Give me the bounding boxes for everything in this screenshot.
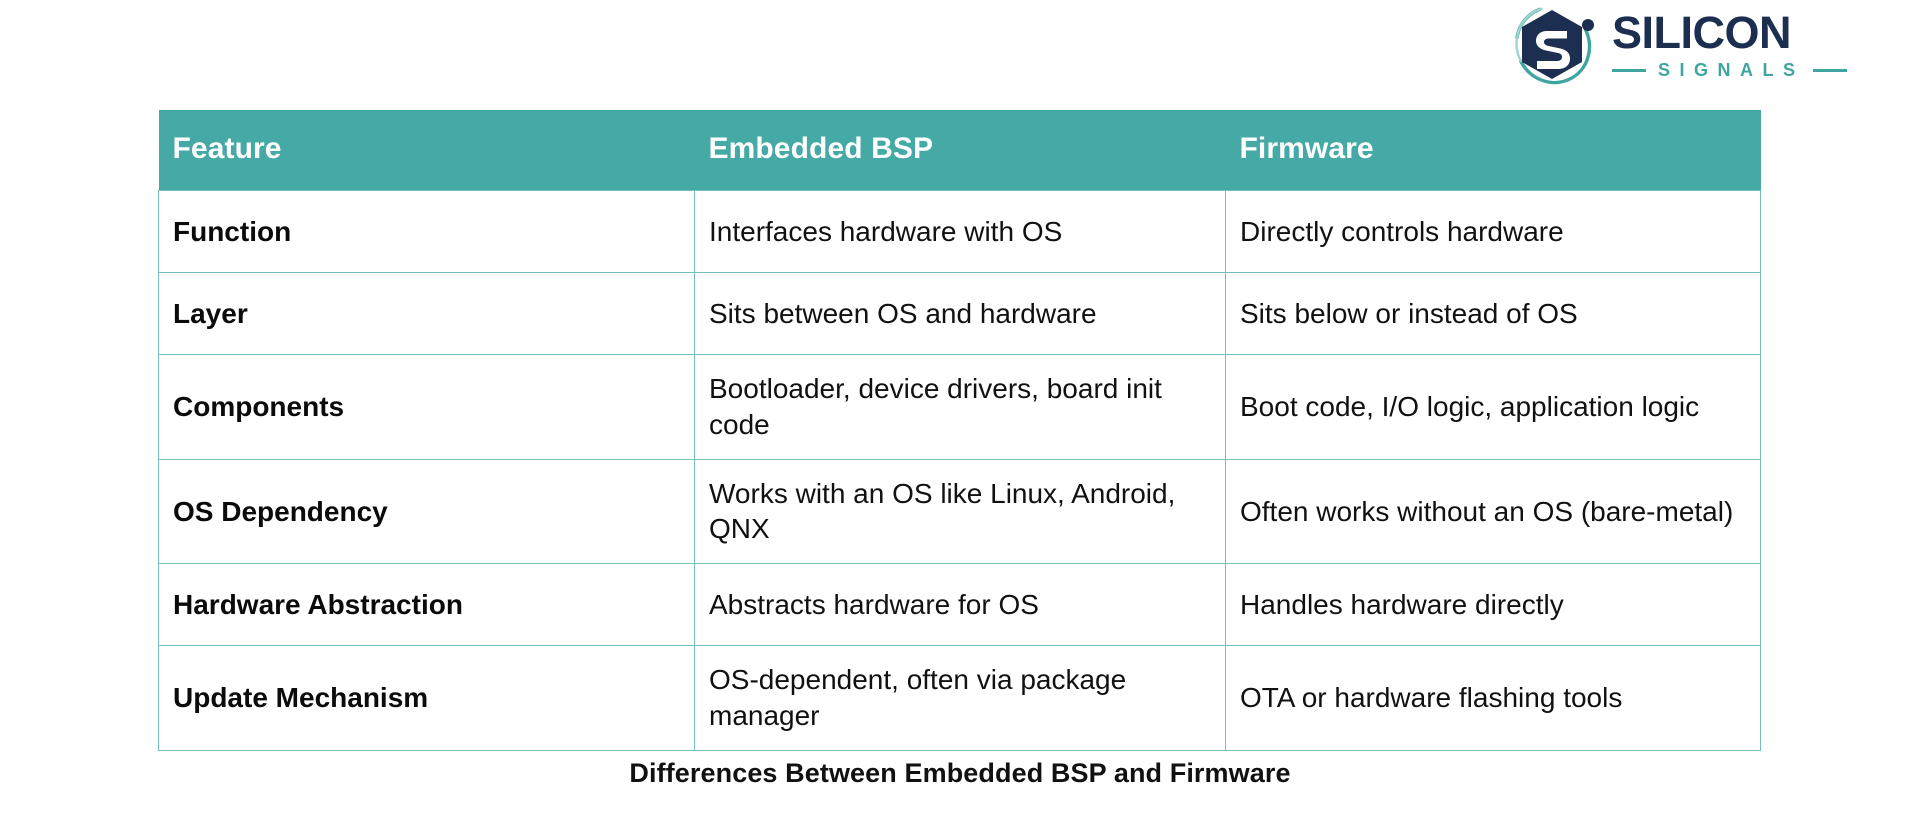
table-row: Hardware Abstraction Abstracts hardware … [158, 563, 1761, 647]
cell-feature: Function [158, 190, 695, 273]
table-row: Update Mechanism OS-dependent, often via… [158, 645, 1761, 751]
column-header-embedded-bsp: Embedded BSP [694, 110, 1226, 191]
cell-embedded-bsp: OS-dependent, often via package manager [694, 645, 1226, 751]
cell-firmware: Handles hardware directly [1225, 563, 1761, 647]
table-row: Function Interfaces hardware with OS Dir… [158, 190, 1761, 273]
table-header-row: Feature Embedded BSP Firmware [158, 110, 1761, 191]
table-row: OS Dependency Works with an OS like Linu… [158, 458, 1761, 565]
cell-firmware: Directly controls hardware [1225, 190, 1761, 273]
cell-feature: Update Mechanism [158, 645, 695, 751]
table-row: Components Bootloader, device drivers, b… [158, 354, 1761, 460]
cell-firmware: Sits below or instead of OS [1225, 272, 1761, 355]
cell-embedded-bsp: Interfaces hardware with OS [694, 190, 1226, 273]
table-caption: Differences Between Embedded BSP and Fir… [629, 758, 1291, 788]
brand-logo: SILICON SIGNALS [1512, 2, 1912, 88]
cell-embedded-bsp: Bootloader, device drivers, board init c… [694, 354, 1226, 460]
silicon-signals-hexagon-s-icon [1512, 3, 1598, 87]
table-body: Function Interfaces hardware with OS Dir… [158, 190, 1761, 751]
column-header-feature: Feature [158, 110, 695, 191]
brand-name-secondary: SIGNALS [1658, 60, 1805, 81]
cell-firmware: Boot code, I/O logic, application logic [1225, 354, 1761, 460]
cell-feature: Layer [158, 272, 695, 355]
cell-embedded-bsp: Works with an OS like Linux, Android, QN… [694, 458, 1226, 565]
cell-feature: OS Dependency [158, 458, 695, 565]
brand-rule-left-icon [1612, 69, 1646, 73]
table-header: Feature Embedded BSP Firmware [158, 110, 1761, 191]
cell-embedded-bsp: Abstracts hardware for OS [694, 563, 1226, 647]
comparison-table: Feature Embedded BSP Firmware Function I… [158, 110, 1761, 751]
cell-embedded-bsp: Sits between OS and hardware [694, 272, 1226, 355]
brand-wordmark: SILICON SIGNALS [1612, 9, 1847, 81]
cell-firmware: Often works without an OS (bare-metal) [1225, 458, 1761, 565]
brand-name-primary: SILICON [1612, 6, 1792, 58]
cell-firmware: OTA or hardware flashing tools [1225, 645, 1761, 751]
cell-feature: Components [158, 354, 695, 460]
comparison-table-container: Feature Embedded BSP Firmware Function I… [158, 110, 1761, 751]
table-row: Layer Sits between OS and hardware Sits … [158, 272, 1761, 355]
brand-secondary-row: SIGNALS [1612, 60, 1847, 81]
column-header-firmware: Firmware [1225, 110, 1761, 191]
brand-rule-right-icon [1812, 69, 1847, 73]
cell-feature: Hardware Abstraction [158, 563, 695, 647]
